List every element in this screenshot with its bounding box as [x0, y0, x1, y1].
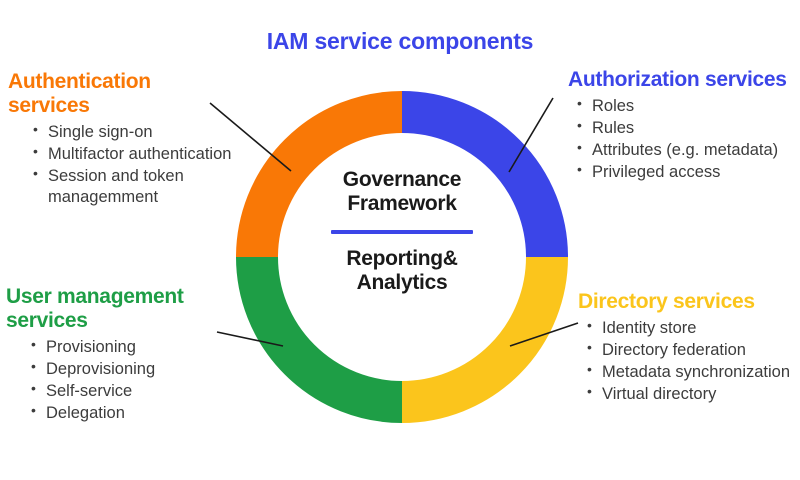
callout-user-management-services: User management services Provisioning De… — [6, 285, 241, 425]
donut-segment-user-management[interactable] — [236, 256, 403, 423]
callout-directory-list: Identity store Directory federation Meta… — [585, 317, 800, 405]
list-item: Metadata synchronization — [585, 361, 800, 383]
list-item: Multifactor authentication — [31, 143, 233, 165]
donut-chart — [236, 91, 568, 423]
callout-authentication-list: Single sign-on Multifactor authenticatio… — [31, 121, 233, 208]
callout-user-management-heading: User management services — [6, 285, 184, 332]
list-item: Virtual directory — [585, 383, 800, 405]
callout-directory-services: Directory services Identity store Direct… — [578, 290, 800, 406]
list-item: Roles — [575, 95, 798, 117]
donut-segment-directory[interactable] — [401, 256, 568, 423]
callout-user-management-list: Provisioning Deprovisioning Self-service… — [29, 336, 241, 424]
donut-segment-authentication[interactable] — [236, 91, 403, 258]
list-item: Identity store — [585, 317, 800, 339]
list-item: Delegation — [29, 402, 241, 424]
list-item: Rules — [575, 117, 798, 139]
list-item: Attributes (e.g. metadata) — [575, 139, 798, 161]
list-item: Session and token managemment — [31, 165, 233, 208]
callout-directory-heading: Directory services — [578, 290, 755, 313]
list-item: Single sign-on — [31, 121, 233, 143]
list-item: Directory federation — [585, 339, 800, 361]
callout-authorization-heading: Authorization services — [568, 68, 787, 91]
list-item: Provisioning — [29, 336, 241, 358]
callout-authorization-services: Authorization services Roles Rules Attri… — [568, 68, 798, 184]
donut-segment-authorization[interactable] — [401, 91, 568, 258]
page-title: IAM service components — [266, 28, 534, 54]
callout-authentication-services: Authentication services Single sign-on M… — [8, 70, 233, 209]
list-item: Deprovisioning — [29, 358, 241, 380]
list-item: Privileged access — [575, 161, 798, 183]
callout-authentication-heading: Authentication services — [8, 70, 151, 117]
list-item: Self-service — [29, 380, 241, 402]
callout-authorization-list: Roles Rules Attributes (e.g. metadata) P… — [575, 95, 798, 183]
